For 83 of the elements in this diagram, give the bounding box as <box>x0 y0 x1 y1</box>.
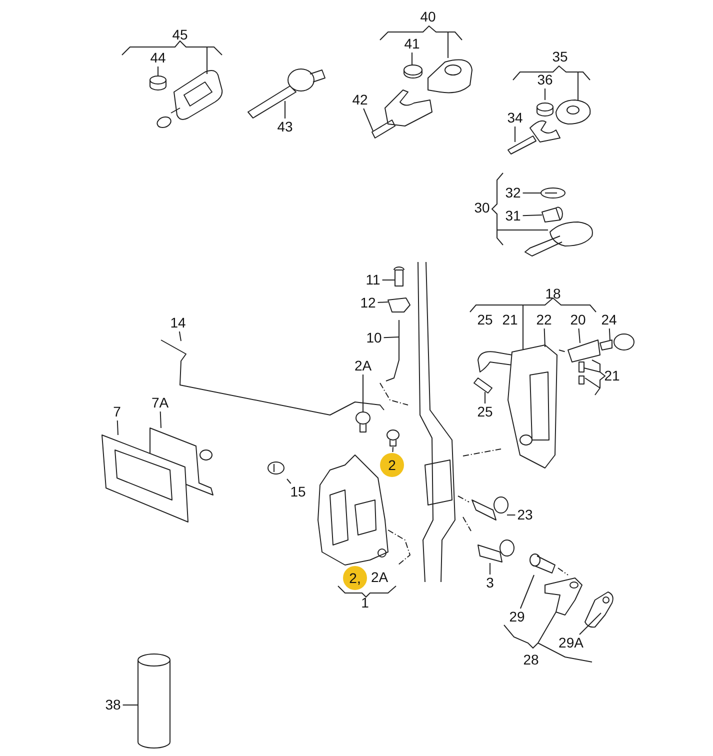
callout-number: 2A <box>371 569 388 585</box>
leader-line <box>362 374 364 412</box>
leader-line <box>544 88 546 100</box>
callout-number: 24 <box>600 312 618 328</box>
pin-drawing <box>542 206 563 222</box>
callout-number: 21 <box>603 368 621 384</box>
callout-number: 36 <box>536 72 554 88</box>
leader-line <box>544 328 546 348</box>
callout-number: 42 <box>351 92 369 108</box>
clip-drawing <box>356 412 370 432</box>
leader-line <box>520 574 534 609</box>
leader-line <box>160 411 162 428</box>
leader-line <box>363 108 374 132</box>
leader-line <box>579 612 602 635</box>
callout-number: 21 <box>501 312 519 328</box>
callout-number: 12 <box>359 296 377 310</box>
leader-line <box>286 478 292 484</box>
clip-drawing <box>386 430 400 446</box>
leader-line <box>514 126 516 142</box>
callout-number: 14 <box>169 316 187 330</box>
clip-drawing <box>388 298 410 312</box>
gasket-drawing <box>584 592 614 628</box>
callout-number: 2A <box>353 358 373 374</box>
pin-drawing <box>474 378 492 394</box>
callout-number: 29A <box>558 636 584 650</box>
callout-number: 28 <box>522 652 540 668</box>
lock-cylinder-drawing <box>600 334 634 350</box>
callout-number: 32 <box>504 186 522 200</box>
leader-line <box>116 420 118 436</box>
callout-number: 20 <box>569 312 587 328</box>
screw-drawing <box>478 540 514 562</box>
callout-number: 2, <box>343 566 367 590</box>
battery-drawing <box>150 76 166 90</box>
leader-line <box>383 336 400 338</box>
leader-line <box>608 328 610 342</box>
key-drawing <box>248 68 326 118</box>
clip-drawing <box>268 462 284 474</box>
callout-number: 10 <box>365 330 383 346</box>
leader-line <box>392 446 394 452</box>
leader-line <box>522 214 542 216</box>
callout-number: 29 <box>508 610 526 624</box>
callout-number: 25 <box>476 404 494 420</box>
callout-number: 18 <box>544 286 562 302</box>
callout-number: 35 <box>551 50 569 64</box>
callout-number: 3 <box>485 576 495 590</box>
leader-line <box>484 392 486 404</box>
screw-drawing <box>472 496 508 520</box>
callout-number: 25 <box>476 312 494 328</box>
leader-line <box>284 100 286 119</box>
washer-drawing <box>540 188 566 198</box>
battery-drawing <box>536 102 554 116</box>
bolt-drawing <box>530 554 556 574</box>
leader-line <box>377 302 388 303</box>
pin-drawing <box>394 266 404 286</box>
callout-number: 41 <box>403 36 421 52</box>
leader-line <box>506 514 516 516</box>
callout-number: 34 <box>506 110 524 126</box>
leader-line <box>578 328 580 344</box>
callout-number: 45 <box>171 28 189 42</box>
callout-number: 7 <box>112 404 122 420</box>
callout-number: 43 <box>276 120 294 134</box>
callout-number: 40 <box>419 10 437 24</box>
callout-number: 7A <box>150 396 170 410</box>
handle-drawing <box>102 434 188 522</box>
callout-number: 15 <box>289 484 307 500</box>
callout-number: 31 <box>504 208 522 224</box>
leader-line <box>122 704 138 706</box>
callout-number: 22 <box>535 312 553 328</box>
callout-number: 44 <box>149 50 167 66</box>
callout-number: 23 <box>516 508 534 522</box>
battery-drawing <box>404 64 422 78</box>
callout-number: 38 <box>104 698 122 712</box>
flip-key-drawing <box>372 90 432 138</box>
leader-line <box>522 192 542 194</box>
callout-number: 1 <box>360 596 370 610</box>
callout-number: 30 <box>473 200 491 216</box>
callout-number: 2 <box>380 453 404 477</box>
boot-drawing <box>568 340 600 362</box>
callout-number: 11 <box>364 272 382 288</box>
rod-drawing <box>386 320 400 382</box>
leader-line <box>178 331 182 342</box>
door-handle-drawing <box>508 344 558 468</box>
can-drawing <box>138 654 170 748</box>
